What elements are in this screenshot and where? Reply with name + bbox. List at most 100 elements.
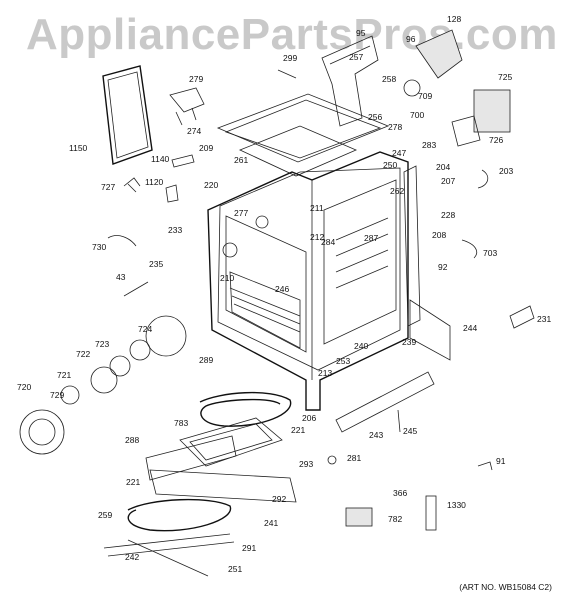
part-number-label: 241 (264, 518, 278, 528)
switch-1330 (425, 495, 437, 531)
part-number-label: 203 (499, 166, 513, 176)
art-number: (ART NO. WB15084 C2) (459, 582, 552, 592)
part-number-label: 724 (138, 324, 152, 334)
part-number-label: 730 (92, 242, 106, 252)
part-number-label: 253 (336, 356, 350, 366)
part-number-label: 92 (438, 262, 448, 272)
part-number-label: 289 (199, 355, 213, 365)
part-number-label: 95 (356, 28, 366, 38)
fan-disk-724 (129, 339, 151, 361)
rod-299 (277, 69, 297, 79)
part-number-label: 291 (242, 543, 256, 553)
part-number-label: 782 (388, 514, 402, 524)
side-panel (403, 165, 421, 327)
part-number-label: 244 (463, 323, 477, 333)
terminal-726 (451, 115, 481, 147)
wire-203 (477, 169, 489, 189)
part-number-label: 250 (383, 160, 397, 170)
part-number-label: 274 (187, 126, 201, 136)
part-number-label: 366 (393, 488, 407, 498)
part-number-label: 204 (436, 162, 450, 172)
part-number-label: 284 (321, 237, 335, 247)
part-number-label: 221 (126, 477, 140, 487)
part-number-label: 1150 (69, 143, 88, 153)
kick-panel-243 (335, 371, 435, 433)
part-number-label: 239 (402, 337, 416, 347)
part-number-label: 221 (291, 425, 305, 435)
part-number-label: 246 (275, 284, 289, 294)
light-socket (255, 215, 269, 229)
fan-disk-723 (109, 355, 131, 377)
part-number-label: 228 (441, 210, 455, 220)
nut-281 (327, 455, 337, 465)
watermark-text: AppliancePartsPros.com (26, 10, 558, 59)
part-number-label: 720 (17, 382, 31, 392)
part-number-label: 245 (403, 426, 417, 436)
clip-727 (123, 177, 141, 193)
part-number-label: 279 (189, 74, 203, 84)
wire-730 (107, 235, 137, 247)
part-number-label: 257 (349, 52, 363, 62)
part-number-label: 259 (98, 510, 112, 520)
part-number-label: 727 (101, 182, 115, 192)
fan-blade-721 (60, 385, 80, 405)
part-number-label: 235 (149, 259, 163, 269)
part-number-label: 242 (125, 552, 139, 562)
part-number-label: 700 (410, 110, 424, 120)
vent-duct (321, 35, 379, 127)
part-number-label: 258 (382, 74, 396, 84)
part-number-label: 206 (302, 413, 316, 423)
part-number-label: 240 (354, 341, 368, 351)
drawer-rail (103, 533, 235, 557)
part-number-label: 210 (220, 273, 234, 283)
motor-709 (403, 79, 421, 97)
door-gasket (102, 65, 153, 165)
clip-91 (477, 461, 493, 471)
sensor-port (222, 242, 238, 258)
part-number-label: 278 (388, 122, 402, 132)
oven-body-outline (207, 151, 409, 411)
oven-rack (229, 287, 301, 333)
part-number-label: 726 (489, 135, 503, 145)
part-number-label: 220 (204, 180, 218, 190)
bracket-96 (415, 29, 463, 79)
bracket-1120 (165, 184, 179, 203)
part-number-label: 703 (483, 248, 497, 258)
part-number-label: 43 (116, 272, 126, 282)
part-number-label: 288 (125, 435, 139, 445)
part-number-label: 256 (368, 112, 382, 122)
part-number-label: 213 (318, 368, 332, 378)
bracket-231 (509, 305, 535, 329)
glide-242 (127, 539, 209, 577)
part-number-label: 1330 (447, 500, 466, 510)
fan-guard-720 (19, 409, 65, 455)
part-number-label: 722 (76, 349, 90, 359)
part-number-label: 262 (390, 186, 404, 196)
part-number-label: 208 (432, 230, 446, 240)
part-number-label: 233 (168, 225, 182, 235)
part-number-label: 91 (496, 456, 506, 466)
screw-245 (397, 409, 401, 433)
part-number-label: 128 (447, 14, 461, 24)
part-number-label: 247 (392, 148, 406, 158)
part-number-label: 299 (283, 53, 297, 63)
part-number-label: 207 (441, 176, 455, 186)
part-number-label: 287 (364, 233, 378, 243)
part-number-label: 209 (199, 143, 213, 153)
part-number-label: 231 (537, 314, 551, 324)
relay-725 (473, 89, 511, 133)
part-number-label: 729 (50, 390, 64, 400)
convection-element-ring (145, 315, 187, 357)
hook-703 (461, 239, 478, 259)
part-number-label: 292 (272, 494, 286, 504)
part-number-label: 277 (234, 208, 248, 218)
part-number-label: 283 (422, 140, 436, 150)
part-number-label: 96 (406, 34, 416, 44)
part-number-label: 293 (299, 459, 313, 469)
part-number-label: 251 (228, 564, 242, 574)
rod-43 (123, 281, 149, 297)
part-number-label: 721 (57, 370, 71, 380)
bracket-782 (345, 507, 373, 527)
